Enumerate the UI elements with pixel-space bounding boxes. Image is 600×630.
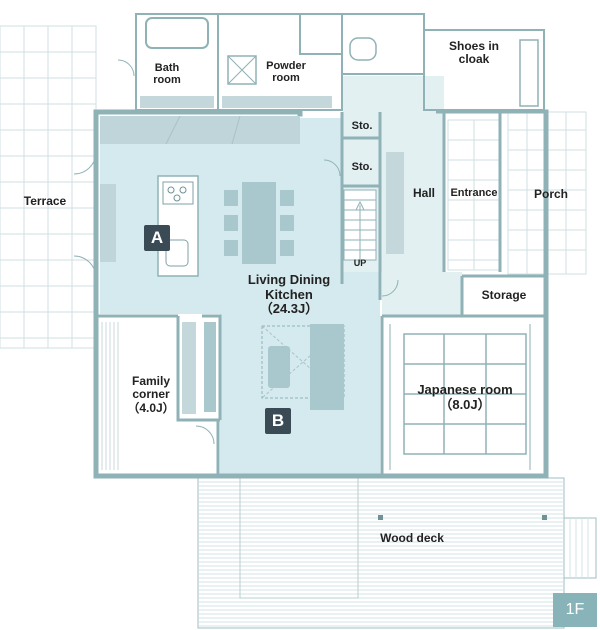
hall-label: Hall (412, 186, 435, 200)
storage-label: Storage (481, 288, 527, 302)
storage-2-label: Sto. (351, 161, 373, 173)
kitchen (100, 115, 300, 277)
doors (73, 59, 399, 445)
stairs-up-label: UP (353, 258, 367, 268)
wood-deck-label: Wood deck (380, 531, 444, 545)
outer-walls (93, 109, 549, 479)
entrance-label: Entrance (450, 187, 498, 199)
terrace-tiles (0, 25, 97, 349)
living-area (182, 322, 345, 414)
tatami-mats (389, 324, 531, 470)
floor-badge: 1F (553, 593, 597, 627)
marker-a: A (144, 225, 170, 251)
japanese-room-label: Japanese room（8.0J） (417, 382, 513, 412)
hall-floor-lower (382, 272, 462, 316)
family-corner-slats (101, 322, 119, 470)
terrace-label: Terrace (23, 194, 67, 208)
wood-deck (197, 477, 597, 629)
interior-walls (96, 110, 546, 476)
family-corner-floor (100, 316, 218, 474)
ldk-floor-lower (220, 314, 380, 474)
ldk-floor (100, 118, 380, 314)
powder-counter (222, 96, 332, 108)
dining-table (224, 182, 294, 264)
storage-1-label: Sto. (351, 120, 373, 132)
marker-b: B (265, 408, 291, 434)
bath-step (140, 96, 214, 108)
staircase (343, 152, 404, 262)
porch-label: Porch (533, 187, 568, 201)
